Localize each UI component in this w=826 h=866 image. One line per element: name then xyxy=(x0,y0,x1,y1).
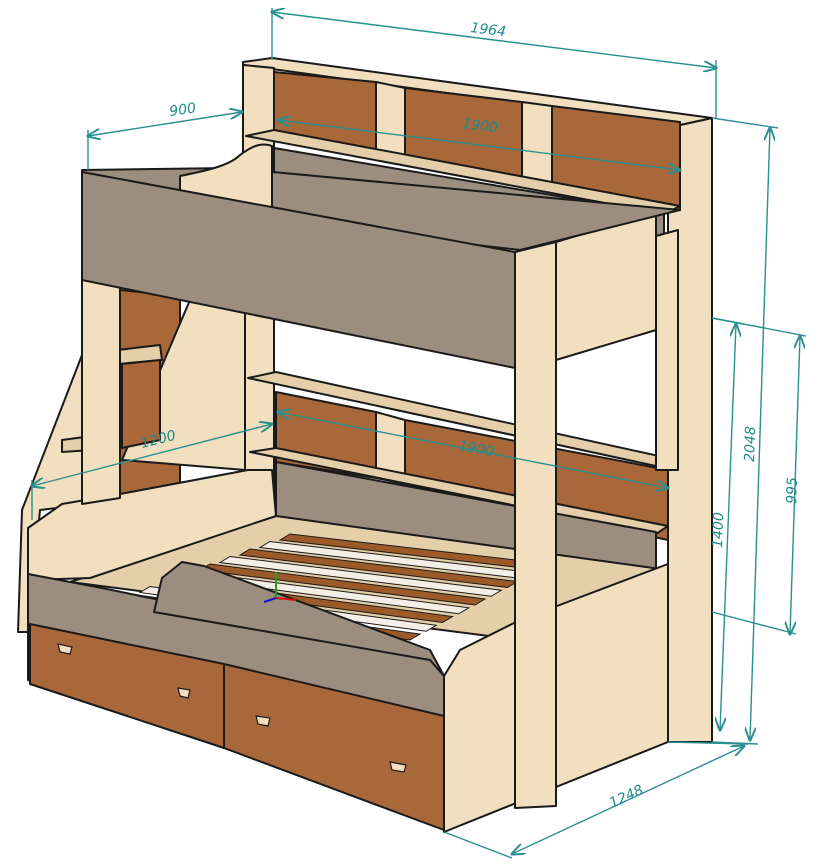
drawer-left-handle-1 xyxy=(57,643,73,655)
axis-gizmo xyxy=(263,572,297,603)
lower-bed-center-guard xyxy=(153,561,445,677)
bed-slat xyxy=(218,555,503,597)
dimension-overall-width: 1964 xyxy=(272,8,716,118)
drawer-right-handle-2 xyxy=(389,761,407,773)
dim-label-lower-shelf: 1900 xyxy=(457,438,495,460)
dimension-upper-shelf: 1900 xyxy=(278,116,680,170)
upper-shelf-divider-1 xyxy=(375,81,406,161)
dim-label-overall-depth: 1248 xyxy=(607,782,646,812)
upper-left-front-post xyxy=(81,277,121,505)
dim-label-lower-section-height: 1400 xyxy=(710,512,727,548)
upper-right-front-post xyxy=(514,241,557,809)
dimension-side-height: 995 xyxy=(711,317,807,634)
dimension-lower-section-height: 1400 xyxy=(710,317,745,730)
dim-label-stair-width: 900 xyxy=(168,100,197,120)
dim-label-overall-height: 2048 xyxy=(742,426,759,462)
dim-label-overall-width: 1964 xyxy=(470,20,507,40)
upper-right-rear-post xyxy=(655,229,679,471)
drawer-right-handle-1 xyxy=(255,715,271,727)
drawer-left-handle-2 xyxy=(177,687,191,699)
dim-label-upper-shelf: 1900 xyxy=(462,116,499,136)
dim-label-side-height: 995 xyxy=(784,477,801,504)
dimension-stair-width: 900 xyxy=(88,100,242,170)
dimension-lower-shelf: 1900 xyxy=(278,412,668,488)
upper-shelf-divider-2 xyxy=(521,101,553,189)
dimension-overall-height: 2048 xyxy=(711,117,779,745)
